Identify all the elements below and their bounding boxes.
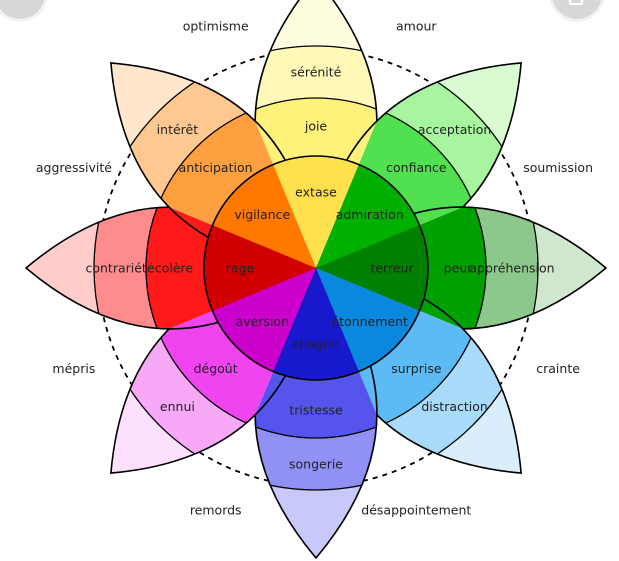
label-anticipation-mid: anticipation	[179, 160, 253, 175]
label-trust-inner: admiration	[336, 207, 404, 222]
core-wedge-trust	[316, 164, 420, 268]
dyad-label: optimisme	[183, 18, 249, 33]
label-sadness-inner: chagrin	[293, 337, 340, 352]
label-anticipation-outer: intérêt	[157, 122, 199, 137]
dyad-label: amour	[396, 18, 437, 33]
label-anger-outer: contrariété	[85, 261, 154, 276]
core-wedge-anger	[203, 225, 316, 311]
dyad-label: mépris	[52, 361, 95, 376]
label-sadness-mid: tristesse	[289, 403, 343, 418]
core-wedge-sadness	[273, 268, 359, 381]
label-disgust-outer: ennui	[160, 399, 195, 414]
petal-labels-group: extase joie sérénité admiration confiance acc…	[85, 65, 554, 472]
core-wedge-disgust	[212, 268, 316, 372]
window-icon	[569, 0, 583, 5]
dyad-label: crainte	[536, 361, 580, 376]
label-disgust-inner: aversion	[236, 314, 289, 329]
label-anticipation-inner: vigilance	[234, 207, 290, 222]
dyad-label: soumission	[523, 160, 593, 175]
label-trust-mid: confiance	[386, 160, 447, 175]
label-joy-outer: sérénité	[291, 65, 342, 80]
core-wedge-fear	[316, 225, 429, 311]
dyad-labels-group: amour soumission crainte désappointement rem…	[36, 18, 593, 517]
petals-group	[24, 0, 608, 560]
core-ring	[203, 155, 429, 381]
inner-core	[203, 155, 429, 381]
dyad-label: remords	[190, 503, 242, 518]
label-fear-inner: terreur	[370, 261, 414, 276]
label-fear-outer: appréhension	[469, 261, 554, 276]
label-anger-inner: rage	[226, 261, 255, 276]
label-joy-mid: joie	[304, 119, 328, 134]
label-sadness-outer: songerie	[289, 457, 343, 472]
label-anger-mid: colère	[155, 261, 194, 276]
dyad-label: aggressivité	[36, 160, 112, 175]
label-surprise-mid: surprise	[391, 361, 442, 376]
label-trust-outer: acceptation	[418, 122, 492, 137]
label-surprise-inner: étonnement	[331, 314, 408, 329]
dyad-label: désappointement	[361, 503, 471, 518]
label-surprise-outer: distraction	[421, 399, 487, 414]
label-fear-mid: peur	[444, 261, 474, 276]
label-joy-inner: extase	[295, 185, 337, 200]
core-wedge-anticipation	[212, 164, 316, 268]
core-wedge-surprise	[316, 268, 420, 372]
label-disgust-mid: dégoût	[194, 361, 238, 376]
core-wedge-joy	[273, 155, 359, 268]
